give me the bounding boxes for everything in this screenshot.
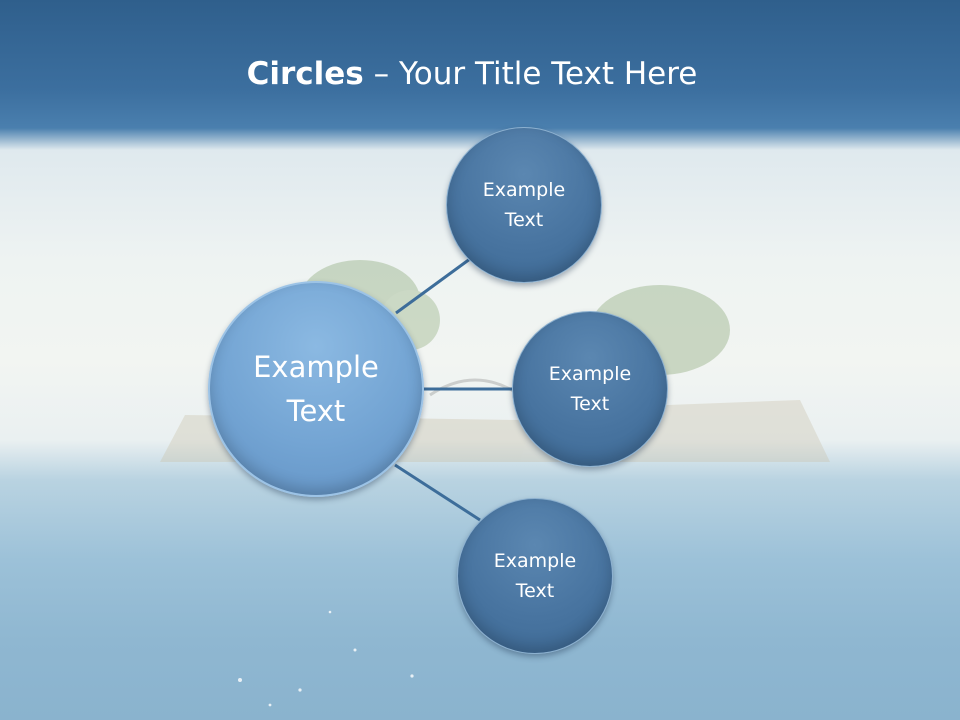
title-bold: Circles — [246, 56, 364, 92]
node-label: Example Text — [482, 179, 566, 231]
connector-line — [394, 463, 481, 522]
center-circle-label: Example Text — [253, 350, 379, 428]
node-circle-middle: Example Text — [512, 311, 668, 467]
slide-title: Circles – Your Title Text Here — [0, 52, 944, 96]
node-circle-top: Example Text — [446, 127, 602, 283]
node-label: Example Text — [548, 363, 632, 415]
center-circle: Example Text — [208, 281, 424, 497]
connector-line — [395, 254, 475, 315]
node-label: Example Text — [493, 550, 577, 602]
node-circle-bottom: Example Text — [457, 498, 613, 654]
title-rest: – Your Title Text Here — [363, 56, 698, 92]
